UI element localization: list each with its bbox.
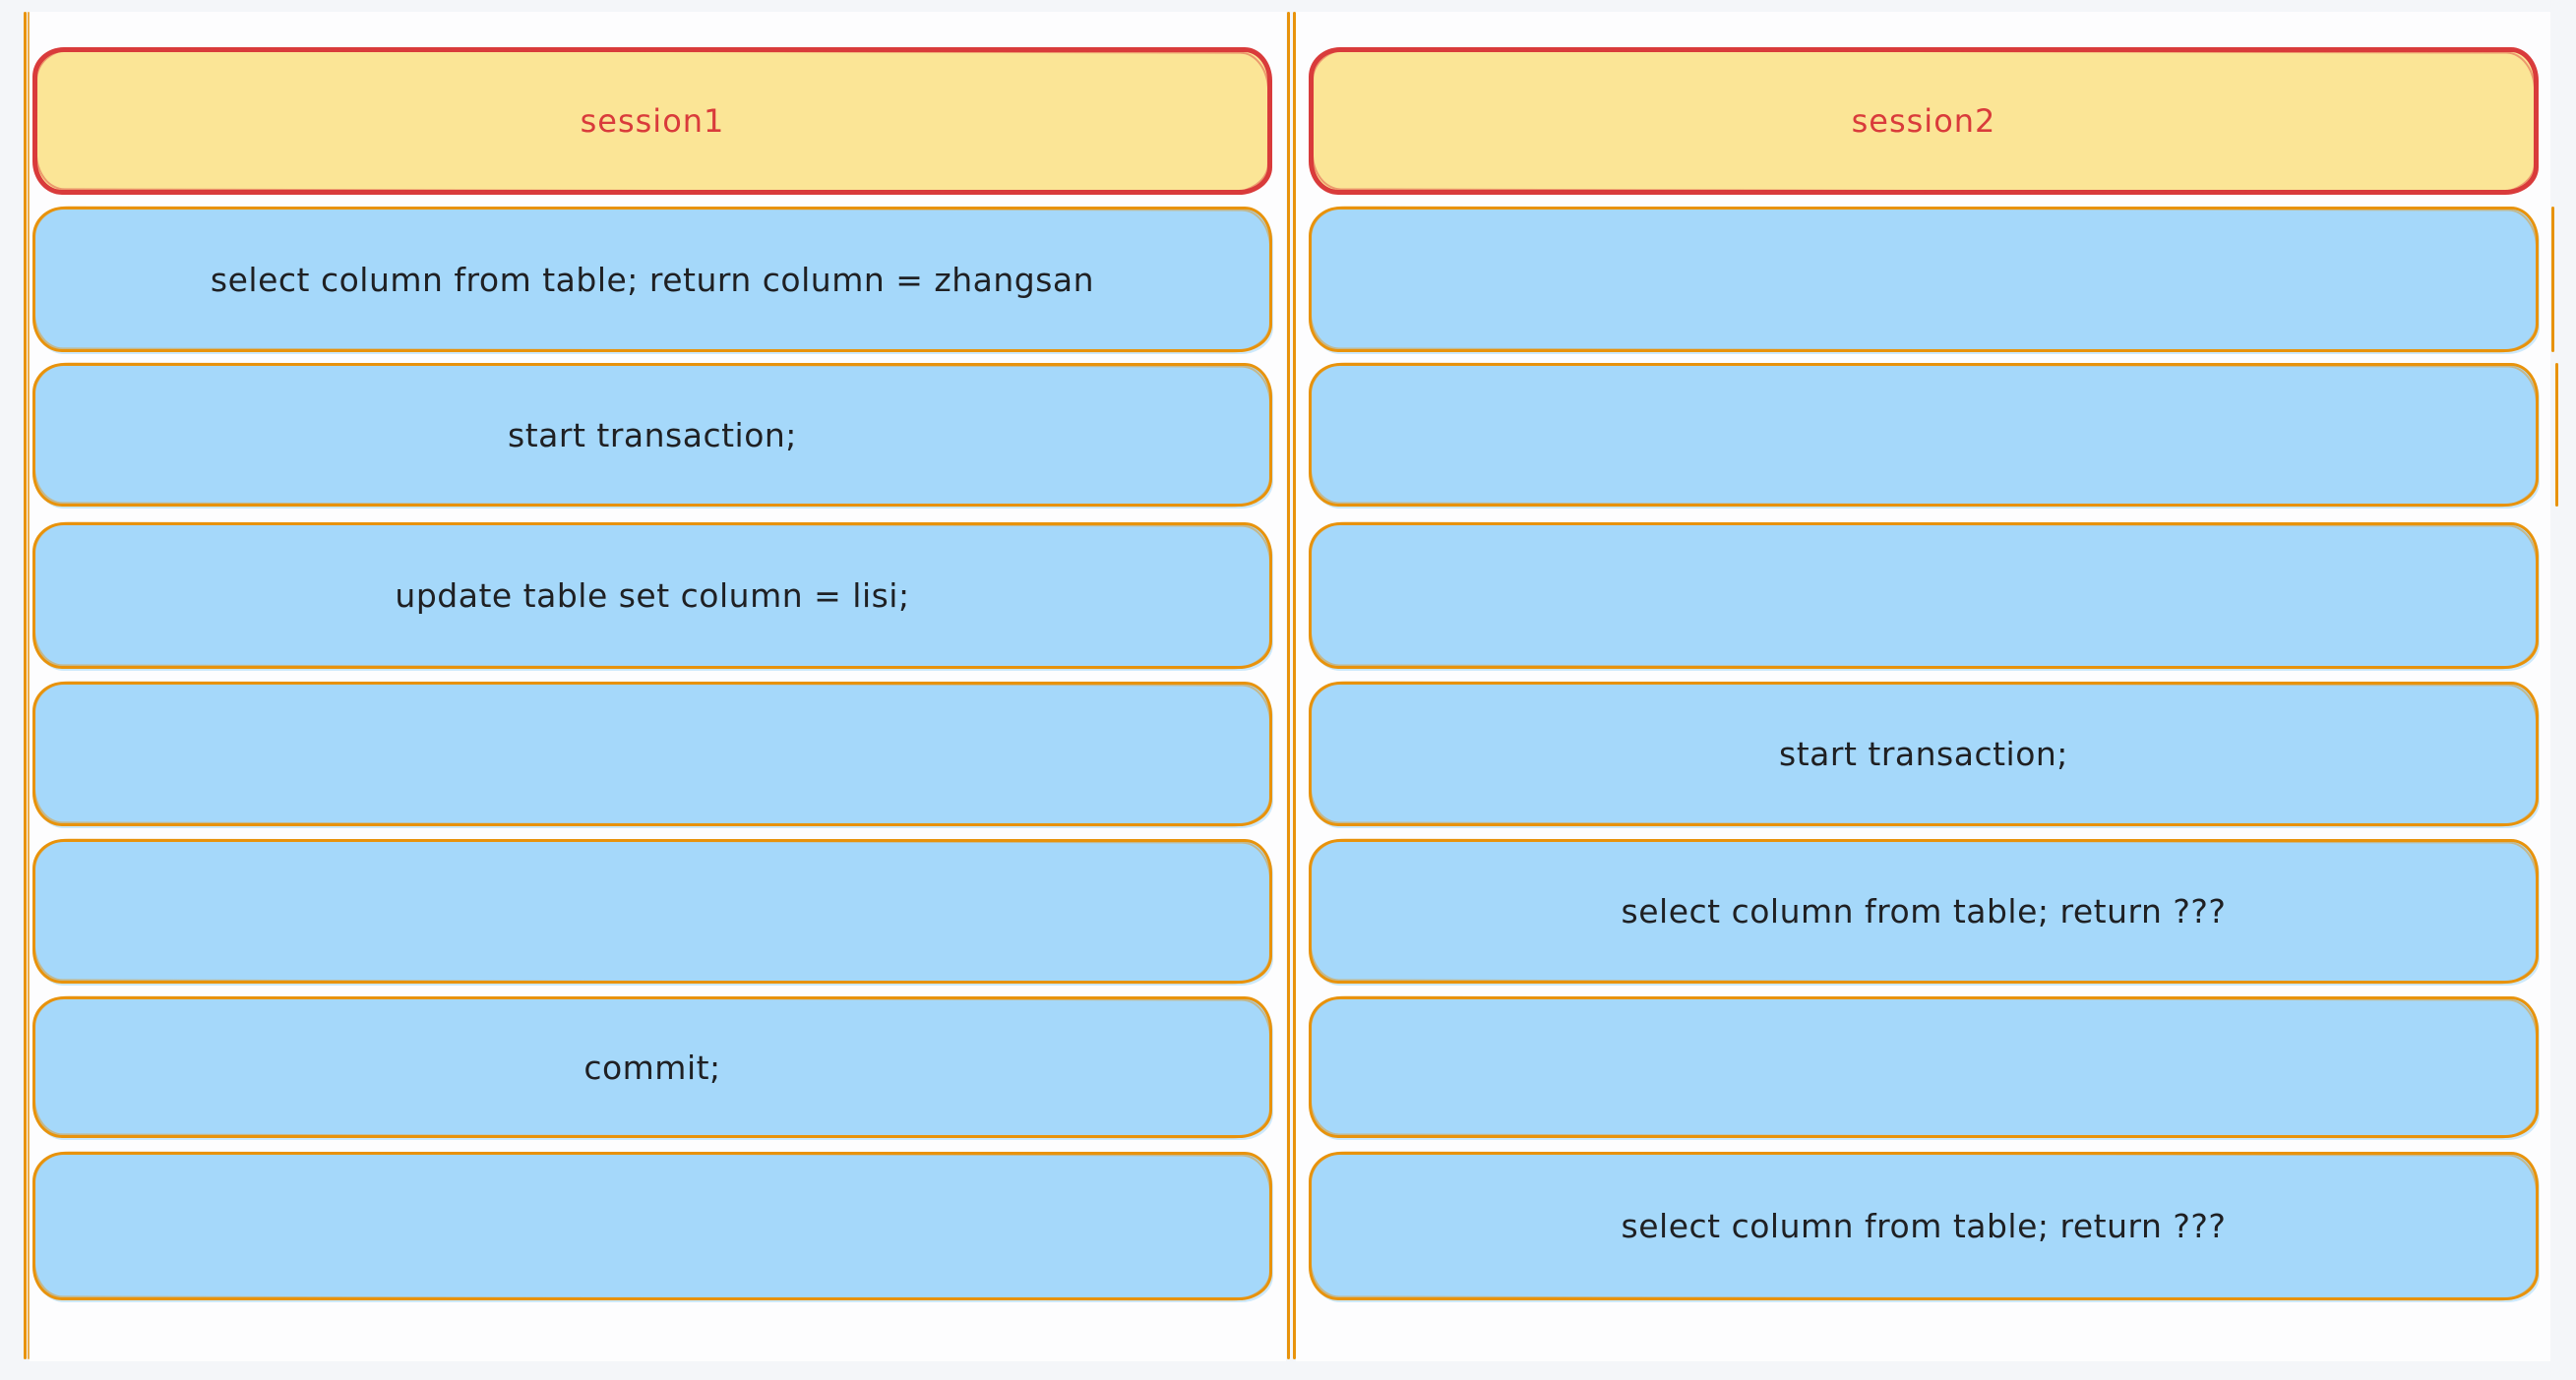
lane-session2: session2 start transaction; select colum…: [1309, 0, 2539, 1380]
session2-header: session2: [1309, 47, 2539, 195]
session1-step-2: start transaction;: [32, 363, 1272, 507]
session2-step-6: [1309, 996, 2539, 1138]
lane-border-line-left: [24, 12, 27, 1359]
lane-border-line-middle-2: [1293, 12, 1296, 1359]
lane-border-line-left-2: [28, 12, 30, 1359]
session2-step-1: [1309, 207, 2539, 352]
session2-step-7: select column from table; return ???: [1309, 1152, 2539, 1300]
lane-border-line-right: [2551, 207, 2554, 352]
session1-step-3: update table set column = lisi;: [32, 522, 1272, 669]
session1-step-5: [32, 839, 1272, 984]
session1-step-7: [32, 1152, 1272, 1300]
session2-step-4: start transaction;: [1309, 682, 2539, 826]
lane-border-line-middle: [1287, 12, 1290, 1359]
session2-step-5: select column from table; return ???: [1309, 839, 2539, 984]
lane-session1: session1 select column from table; retur…: [32, 0, 1272, 1380]
session1-step-1: select column from table; return column …: [32, 207, 1272, 352]
lane-border-line-right-2: [2555, 363, 2558, 507]
session1-header: session1: [32, 47, 1272, 195]
session1-step-6: commit;: [32, 996, 1272, 1138]
session2-step-3: [1309, 522, 2539, 669]
session2-step-2: [1309, 363, 2539, 507]
session1-step-4: [32, 682, 1272, 826]
